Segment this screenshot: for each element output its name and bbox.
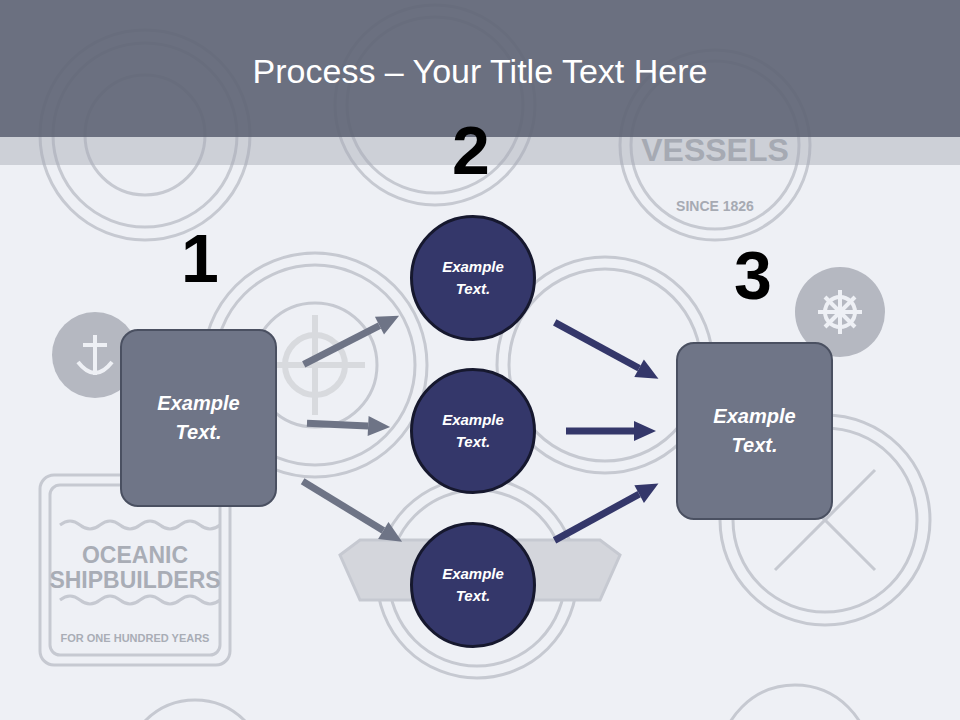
arrow-head [368, 416, 390, 436]
circle-outline [410, 368, 536, 494]
slide-title: Process – Your Title Text Here [0, 52, 960, 91]
arrow-head [634, 359, 658, 378]
callout-number: 2 [452, 113, 490, 188]
circle-outline [410, 215, 536, 341]
connector-arrow [304, 316, 399, 365]
connector-line [555, 322, 639, 368]
process-circle: Example Text. [410, 522, 536, 648]
arrow-head [378, 522, 402, 542]
wheel-icon-large [265, 315, 365, 415]
circle-shape [412, 217, 535, 340]
watermark-text: VESSELS [641, 133, 789, 168]
node-text: Example Text. [432, 256, 514, 301]
node-text: Example Text. [432, 409, 514, 454]
wheel-icon [818, 290, 862, 334]
node-text: Example Text. [688, 402, 821, 460]
node-text-group: Example Text. [688, 402, 821, 460]
watermark-text: FOR ONE HUNDRED YEARS [61, 632, 210, 644]
callout-number: 3 [734, 238, 772, 313]
connector-arrow [566, 421, 656, 441]
process-box: Example Text. [120, 329, 277, 507]
node-text: Example Text. [132, 389, 265, 447]
connector-line [555, 494, 640, 540]
connector-line [304, 326, 380, 365]
process-circle: Example Text. [410, 215, 536, 341]
callout-number: 1 [181, 221, 219, 296]
circle-shape [412, 370, 535, 493]
node-text: Example Text. [432, 563, 514, 608]
connector-arrow [303, 481, 402, 542]
arrow-head [634, 484, 658, 503]
arrow-head [634, 421, 656, 441]
process-box: Example Text. [676, 342, 833, 520]
connector-line [566, 428, 634, 435]
node-text-group: Example Text. [432, 563, 514, 608]
node-text-group: Example Text. [432, 409, 514, 454]
arrow-head [375, 316, 399, 335]
anchor-icon [78, 335, 112, 375]
connector-arrow [555, 322, 659, 378]
connector-line [307, 423, 368, 426]
process-circle: Example Text. [410, 368, 536, 494]
watermark-text: OCEANIC SHIPBUILDERS [40, 543, 230, 594]
connector-line [303, 481, 384, 530]
node-text-group: Example Text. [432, 256, 514, 301]
connector-arrow [307, 416, 390, 436]
watermark-text: SINCE 1826 [676, 199, 754, 214]
connector-arrow [555, 484, 659, 541]
node-text-group: Example Text. [132, 389, 265, 447]
circle-outline [410, 522, 536, 648]
circle-shape [412, 524, 535, 647]
